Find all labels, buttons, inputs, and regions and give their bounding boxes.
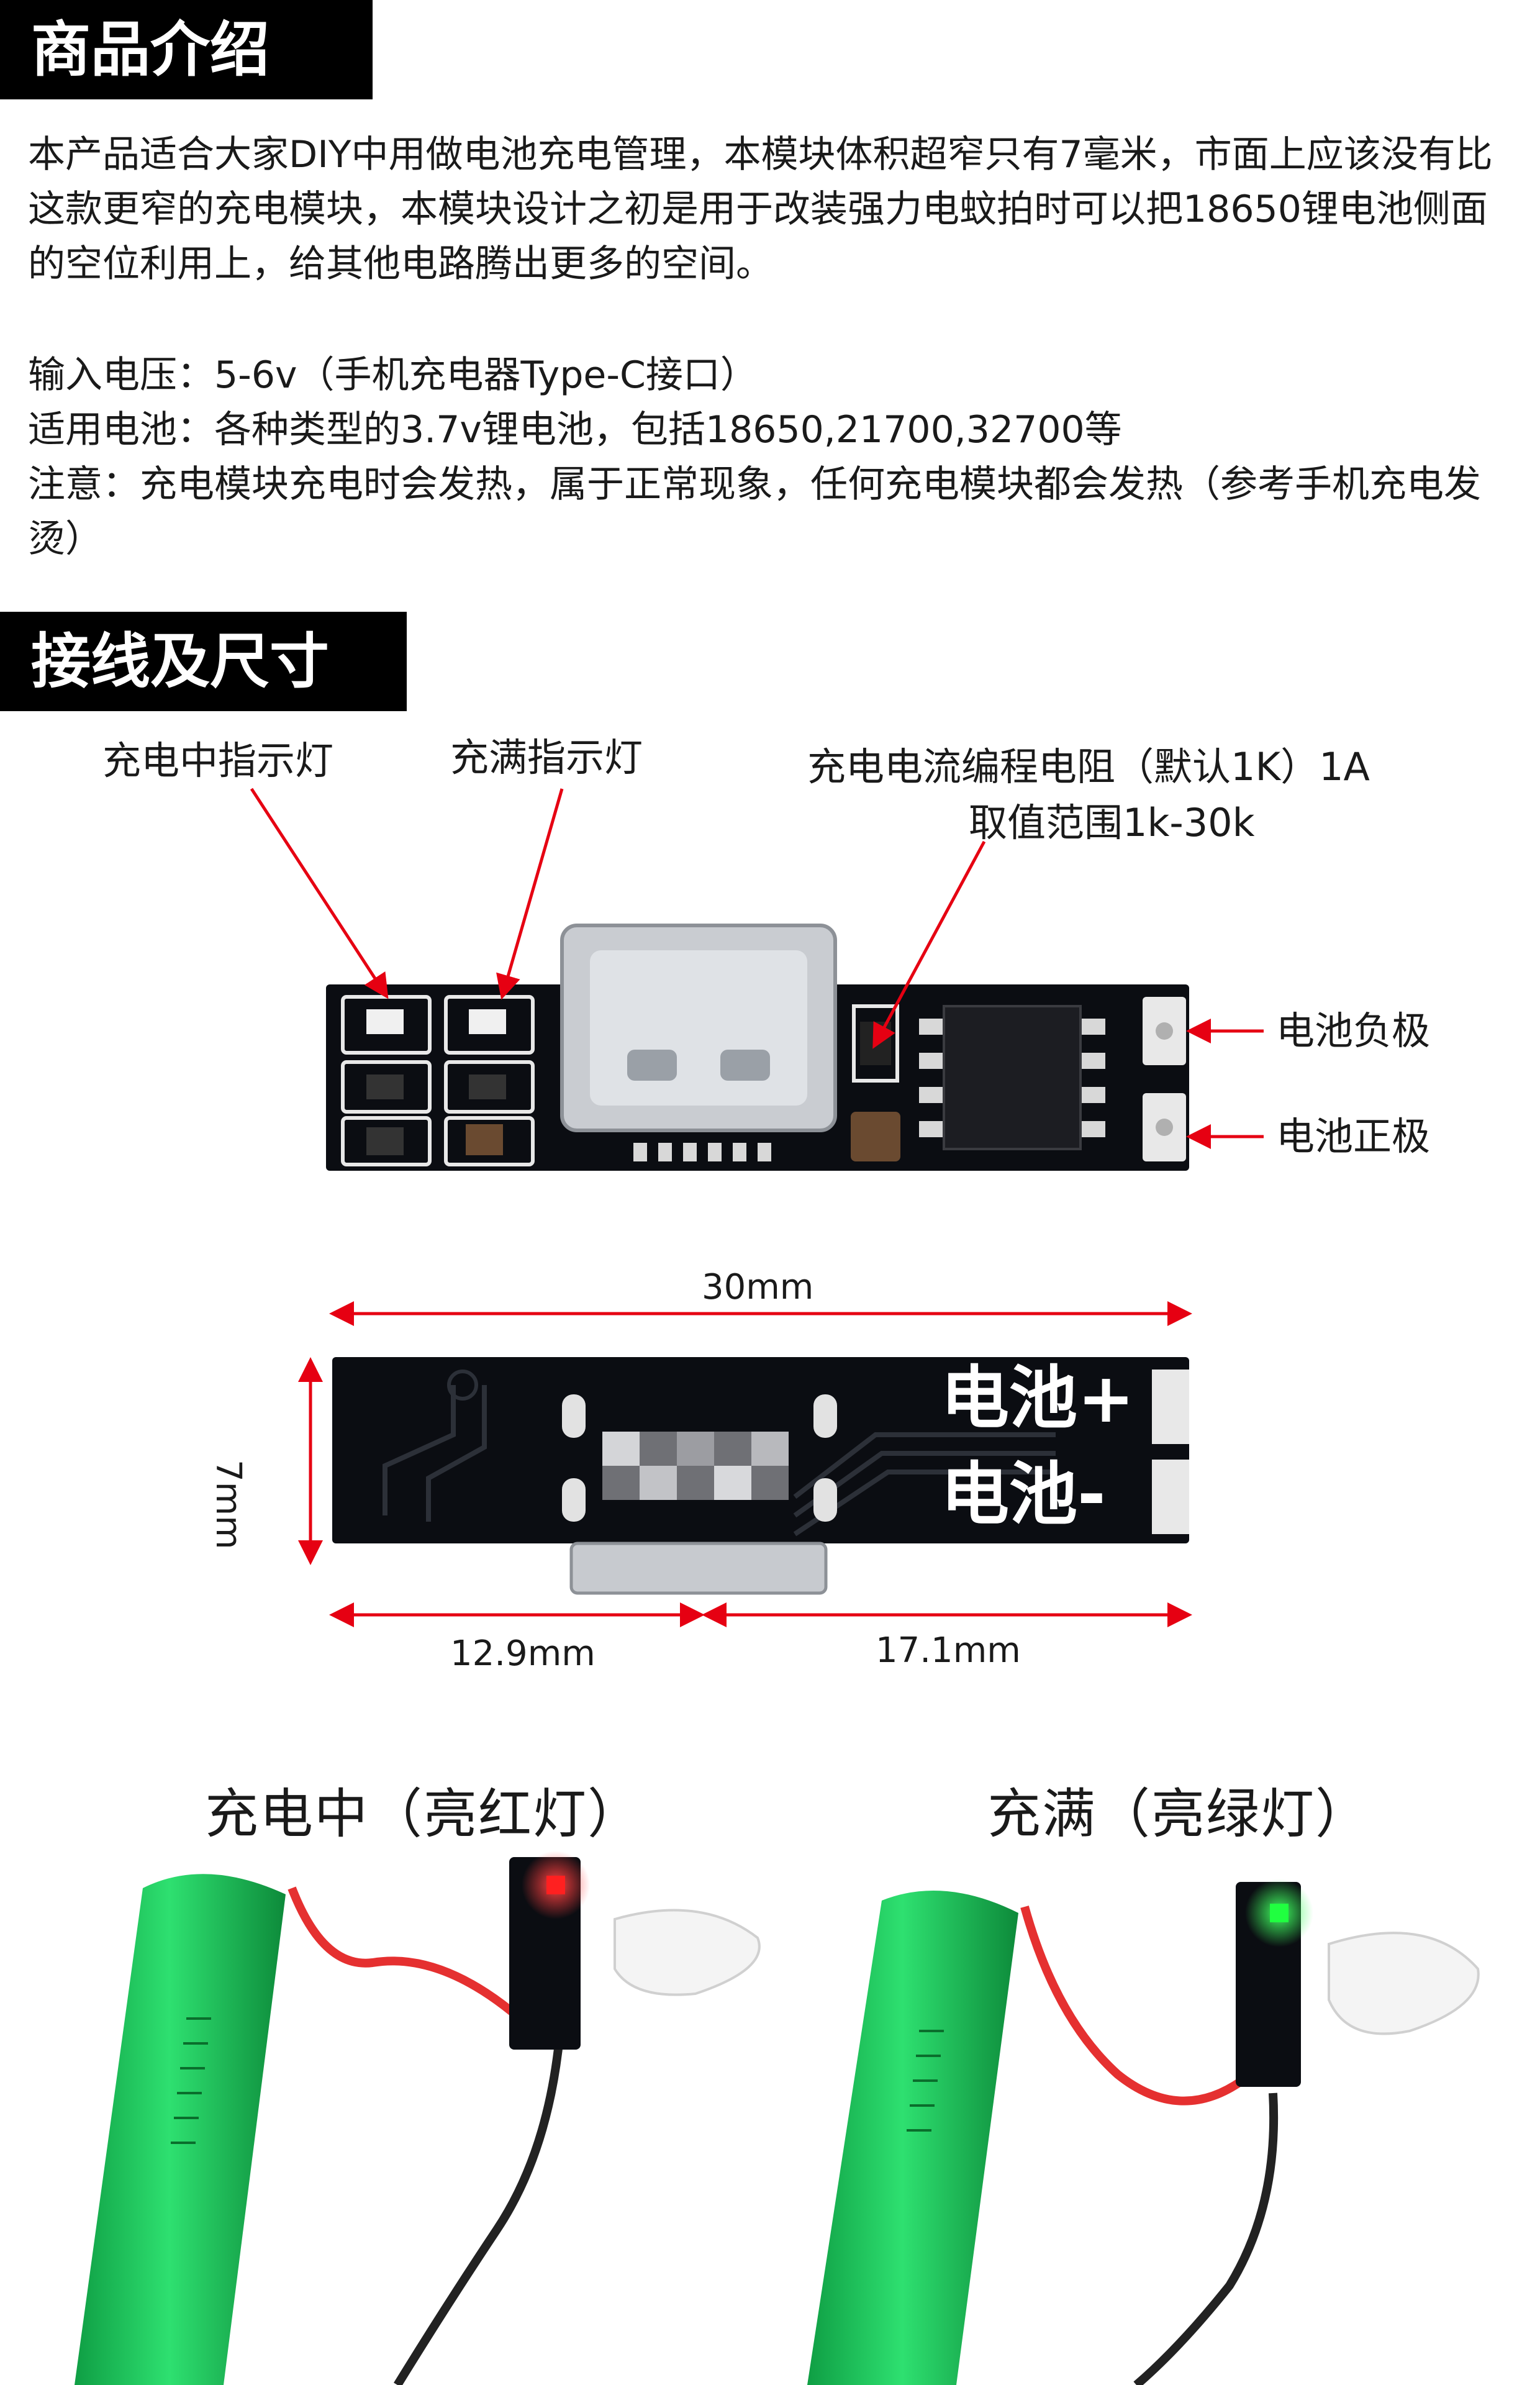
dim-left-segment: 12.9mm	[450, 1633, 596, 1674]
section-title-wiring: 接线及尺寸	[0, 612, 407, 711]
label-full-led: 充满指示灯	[450, 735, 643, 780]
dim-right-segment: 17.1mm	[876, 1630, 1021, 1671]
label-battery-negative: 电池负极	[1276, 1008, 1431, 1053]
caption-charging: 充电中（亮红灯）	[205, 1783, 642, 1845]
pcb-top-view	[250, 788, 1264, 1171]
pcb-bottom-view	[298, 1301, 1192, 1627]
section-title-text: 接线及尺寸	[31, 627, 329, 696]
caption-full: 充满（亮绿灯）	[987, 1783, 1370, 1845]
spec-list: 输入电压：5-6v（手机充电器Type-C接口） 适用电池：各种类型的3.7v锂…	[28, 348, 1518, 566]
photo-full-green	[807, 1879, 1480, 2385]
label-battery-positive: 电池正极	[1276, 1114, 1431, 1159]
label-resistor-line1: 充电电流编程电阻（默认1K）1A	[807, 744, 1370, 789]
silkscreen-battery-plus: 电池+	[941, 1358, 1135, 1438]
dim-length: 30mm	[702, 1267, 814, 1307]
spec-input-voltage: 输入电压：5-6v（手机充电器Type-C接口）	[28, 353, 758, 397]
spec-heat-note: 注意：充电模块充电时会发热，属于正常现象，任何充电模块都会发热（参考手机充电发烫…	[28, 463, 1481, 561]
charging-photos	[75, 1851, 1480, 2385]
silkscreen-battery-minus: 电池-	[941, 1455, 1106, 1534]
section-title-text: 商品介绍	[31, 15, 270, 84]
label-resistor-line2: 取值范围1k-30k	[969, 800, 1255, 845]
section-title-intro: 商品介绍	[0, 0, 373, 99]
label-charging-led: 充电中指示灯	[102, 738, 334, 783]
intro-paragraph: 本产品适合大家DIY中用做电池充电管理，本模块体积超窄只有7毫米，市面上应该没有…	[28, 133, 1493, 286]
photo-charging-red	[75, 1851, 761, 2385]
spec-battery-types: 适用电池：各种类型的3.7v锂电池，包括18650,21700,32700等	[28, 408, 1122, 452]
